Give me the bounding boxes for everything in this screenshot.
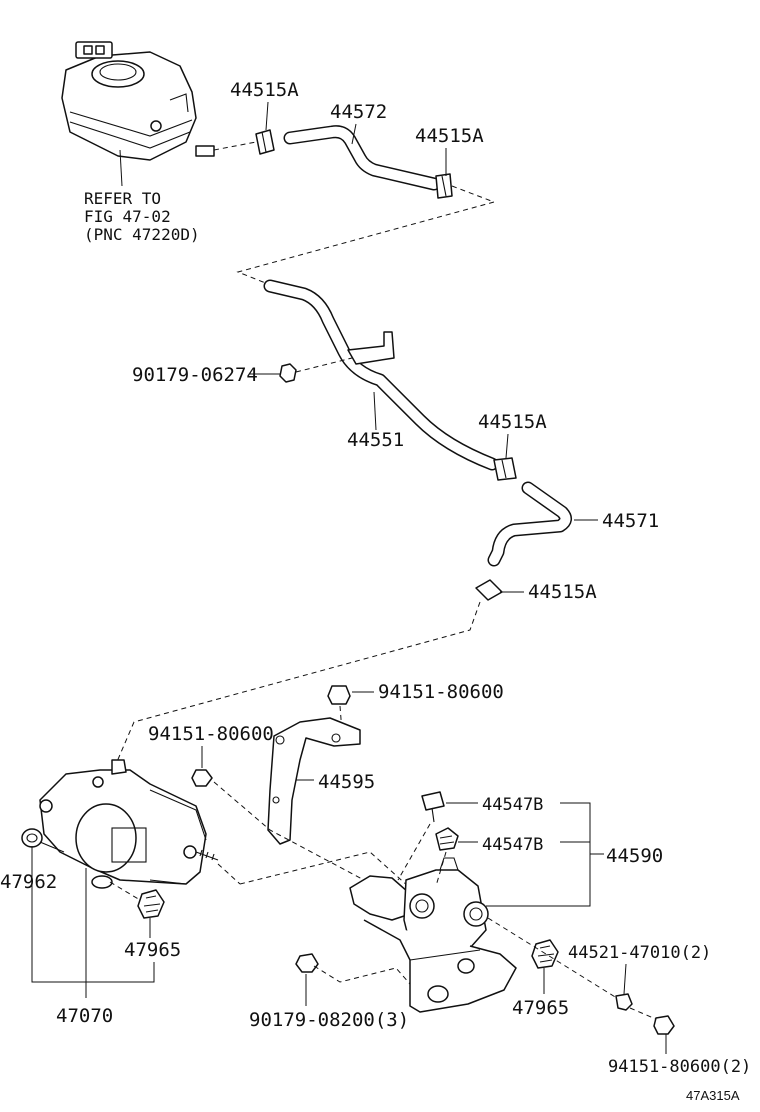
label-44515a-4: 44515A bbox=[528, 581, 597, 603]
hose-44571 bbox=[487, 481, 572, 567]
label-94151-80600-top: 94151-80600 bbox=[378, 681, 504, 703]
nut-94151-80600-top bbox=[327, 685, 351, 705]
bolt-44521-47010 bbox=[615, 993, 633, 1011]
label-44521-47010: 44521-47010(2) bbox=[568, 943, 711, 963]
label-90179-06274: 90179-06274 bbox=[132, 364, 258, 386]
label-44595: 44595 bbox=[318, 771, 375, 793]
label-94151-80600-left: 94151-80600 bbox=[148, 723, 274, 745]
cushion-44547b-2 bbox=[435, 827, 459, 851]
label-44571: 44571 bbox=[602, 510, 659, 532]
clamp-44515a-3 bbox=[493, 457, 517, 481]
cushion-44547b-1 bbox=[421, 791, 445, 823]
label-44515a-2: 44515A bbox=[415, 125, 484, 147]
nut-90179-06274 bbox=[279, 363, 297, 383]
label-refer-line-1: REFER TO bbox=[84, 189, 161, 208]
clamp-44515a-4 bbox=[475, 579, 503, 601]
nut-47965-left bbox=[137, 889, 165, 919]
nut-94151-80600-2 bbox=[653, 1015, 675, 1035]
clamp-44515a-2 bbox=[435, 173, 453, 199]
label-47965-left: 47965 bbox=[124, 939, 181, 961]
label-94151-80600-2: 94151-80600(2) bbox=[608, 1057, 751, 1077]
label-47965-right: 47965 bbox=[512, 997, 569, 1019]
label-44547b-2: 44547B bbox=[482, 835, 543, 855]
label-47962: 47962 bbox=[0, 871, 57, 893]
nut-47965-right bbox=[531, 939, 559, 969]
reservoir-tank bbox=[61, 41, 215, 161]
clamp-44515a-1 bbox=[255, 129, 275, 155]
label-90179-08200: 90179-08200(3) bbox=[249, 1009, 409, 1031]
label-refer-line-2: FIG 47-02 bbox=[84, 207, 171, 226]
bracket-assembly-44590 bbox=[349, 857, 517, 1013]
figure-code: 47A315A bbox=[686, 1088, 740, 1103]
pipe-44551 bbox=[263, 279, 499, 471]
hose-44572 bbox=[283, 125, 441, 191]
nut-94151-80600-left bbox=[191, 769, 213, 787]
label-44590: 44590 bbox=[606, 845, 663, 867]
label-44515a-3: 44515A bbox=[478, 411, 547, 433]
bracket-44595 bbox=[267, 717, 361, 845]
vacuum-pump-47070 bbox=[39, 759, 219, 889]
label-47070: 47070 bbox=[56, 1005, 113, 1027]
label-44572: 44572 bbox=[330, 101, 387, 123]
label-44551: 44551 bbox=[347, 429, 404, 451]
label-44515a-1: 44515A bbox=[230, 79, 299, 101]
o-ring-47962 bbox=[21, 828, 43, 848]
label-44547b-1: 44547B bbox=[482, 795, 543, 815]
label-refer-line-3: (PNC 47220D) bbox=[84, 225, 200, 244]
nut-90179-08200 bbox=[295, 953, 319, 973]
